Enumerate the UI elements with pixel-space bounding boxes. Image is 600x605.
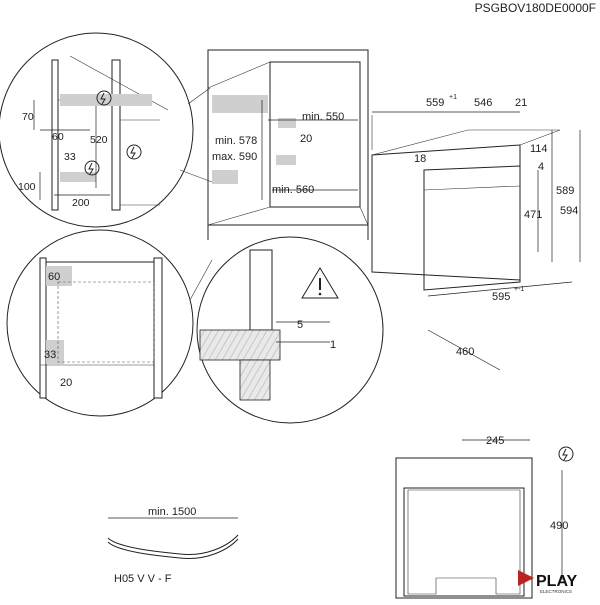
power-zone-upper (60, 94, 152, 106)
dim-595-sup: +-1 (514, 286, 524, 293)
detail-circle-bottom-left: 60 33 20 (6, 229, 213, 417)
dim-min-1500: min. 1500 (148, 506, 196, 518)
leader-line (187, 87, 211, 105)
cable-drawing: min. 1500 H05 V V - F (107, 506, 239, 585)
cable-type: H05 V V - F (114, 573, 172, 585)
dim-min-550: min. 550 (302, 111, 344, 123)
plug-icon (96, 90, 112, 106)
dim-460: 460 (456, 346, 474, 358)
warning-icon (301, 267, 339, 299)
dim-490: 490 (550, 520, 568, 532)
dim-114: 114 (530, 143, 548, 155)
dim-546: 546 (474, 97, 492, 109)
dim-33: 33 (64, 151, 76, 163)
dim-595: 595 (492, 291, 510, 303)
model-code: PSGBOV180DE0000F (475, 1, 596, 15)
dim-589: 589 (556, 185, 574, 197)
plug-icon (558, 446, 574, 462)
leader-line (189, 259, 213, 301)
dim-33: 33 (44, 349, 56, 361)
dim-100: 100 (18, 181, 36, 193)
dim-594: 594 (560, 205, 578, 217)
dim-18: 18 (414, 153, 426, 165)
dim-20: 20 (60, 377, 72, 389)
dim-559: 559 (426, 97, 444, 109)
dim-200: 200 (72, 197, 90, 209)
dim-20: 20 (300, 133, 312, 145)
leader-line (179, 169, 213, 183)
dim-21: 21 (515, 97, 527, 109)
dim-5: 5 (297, 319, 303, 331)
detail-circle-top-left: 70 60 520 33 100 200 (0, 32, 213, 228)
dim-4: 4 (538, 161, 544, 173)
dim-70: 70 (22, 111, 34, 123)
dim-min-560: min. 560 (272, 184, 314, 196)
dim-60: 60 (48, 271, 60, 283)
dim-max-590: max. 590 (212, 151, 257, 163)
logo-subtext: ELECTRONICS (540, 589, 572, 594)
plug-icon (126, 144, 142, 160)
dim-559-sup: +1 (449, 94, 457, 101)
power-zone-lower (60, 172, 96, 182)
oven-drawing: 559 +1 546 21 18 114 4 589 594 471 595 +… (371, 94, 581, 371)
logo-text: PLAY (536, 573, 578, 590)
dim-1: 1 (330, 339, 336, 351)
dim-471: 471 (524, 209, 542, 221)
dim-min-578: min. 578 (215, 135, 257, 147)
play-electronics-logo: PLAY ELECTRONICS (518, 570, 578, 594)
plug-icon (84, 160, 100, 176)
rear-view-drawing: 245 490 (395, 435, 574, 599)
detail-circle-middle: 5 1 (196, 236, 384, 424)
cabinet-drawing: min. 550 min. 578 max. 590 20 min. 560 (207, 49, 369, 240)
dim-245: 245 (486, 435, 504, 447)
dim-520: 520 (90, 134, 108, 146)
dim-60: 60 (52, 131, 64, 143)
